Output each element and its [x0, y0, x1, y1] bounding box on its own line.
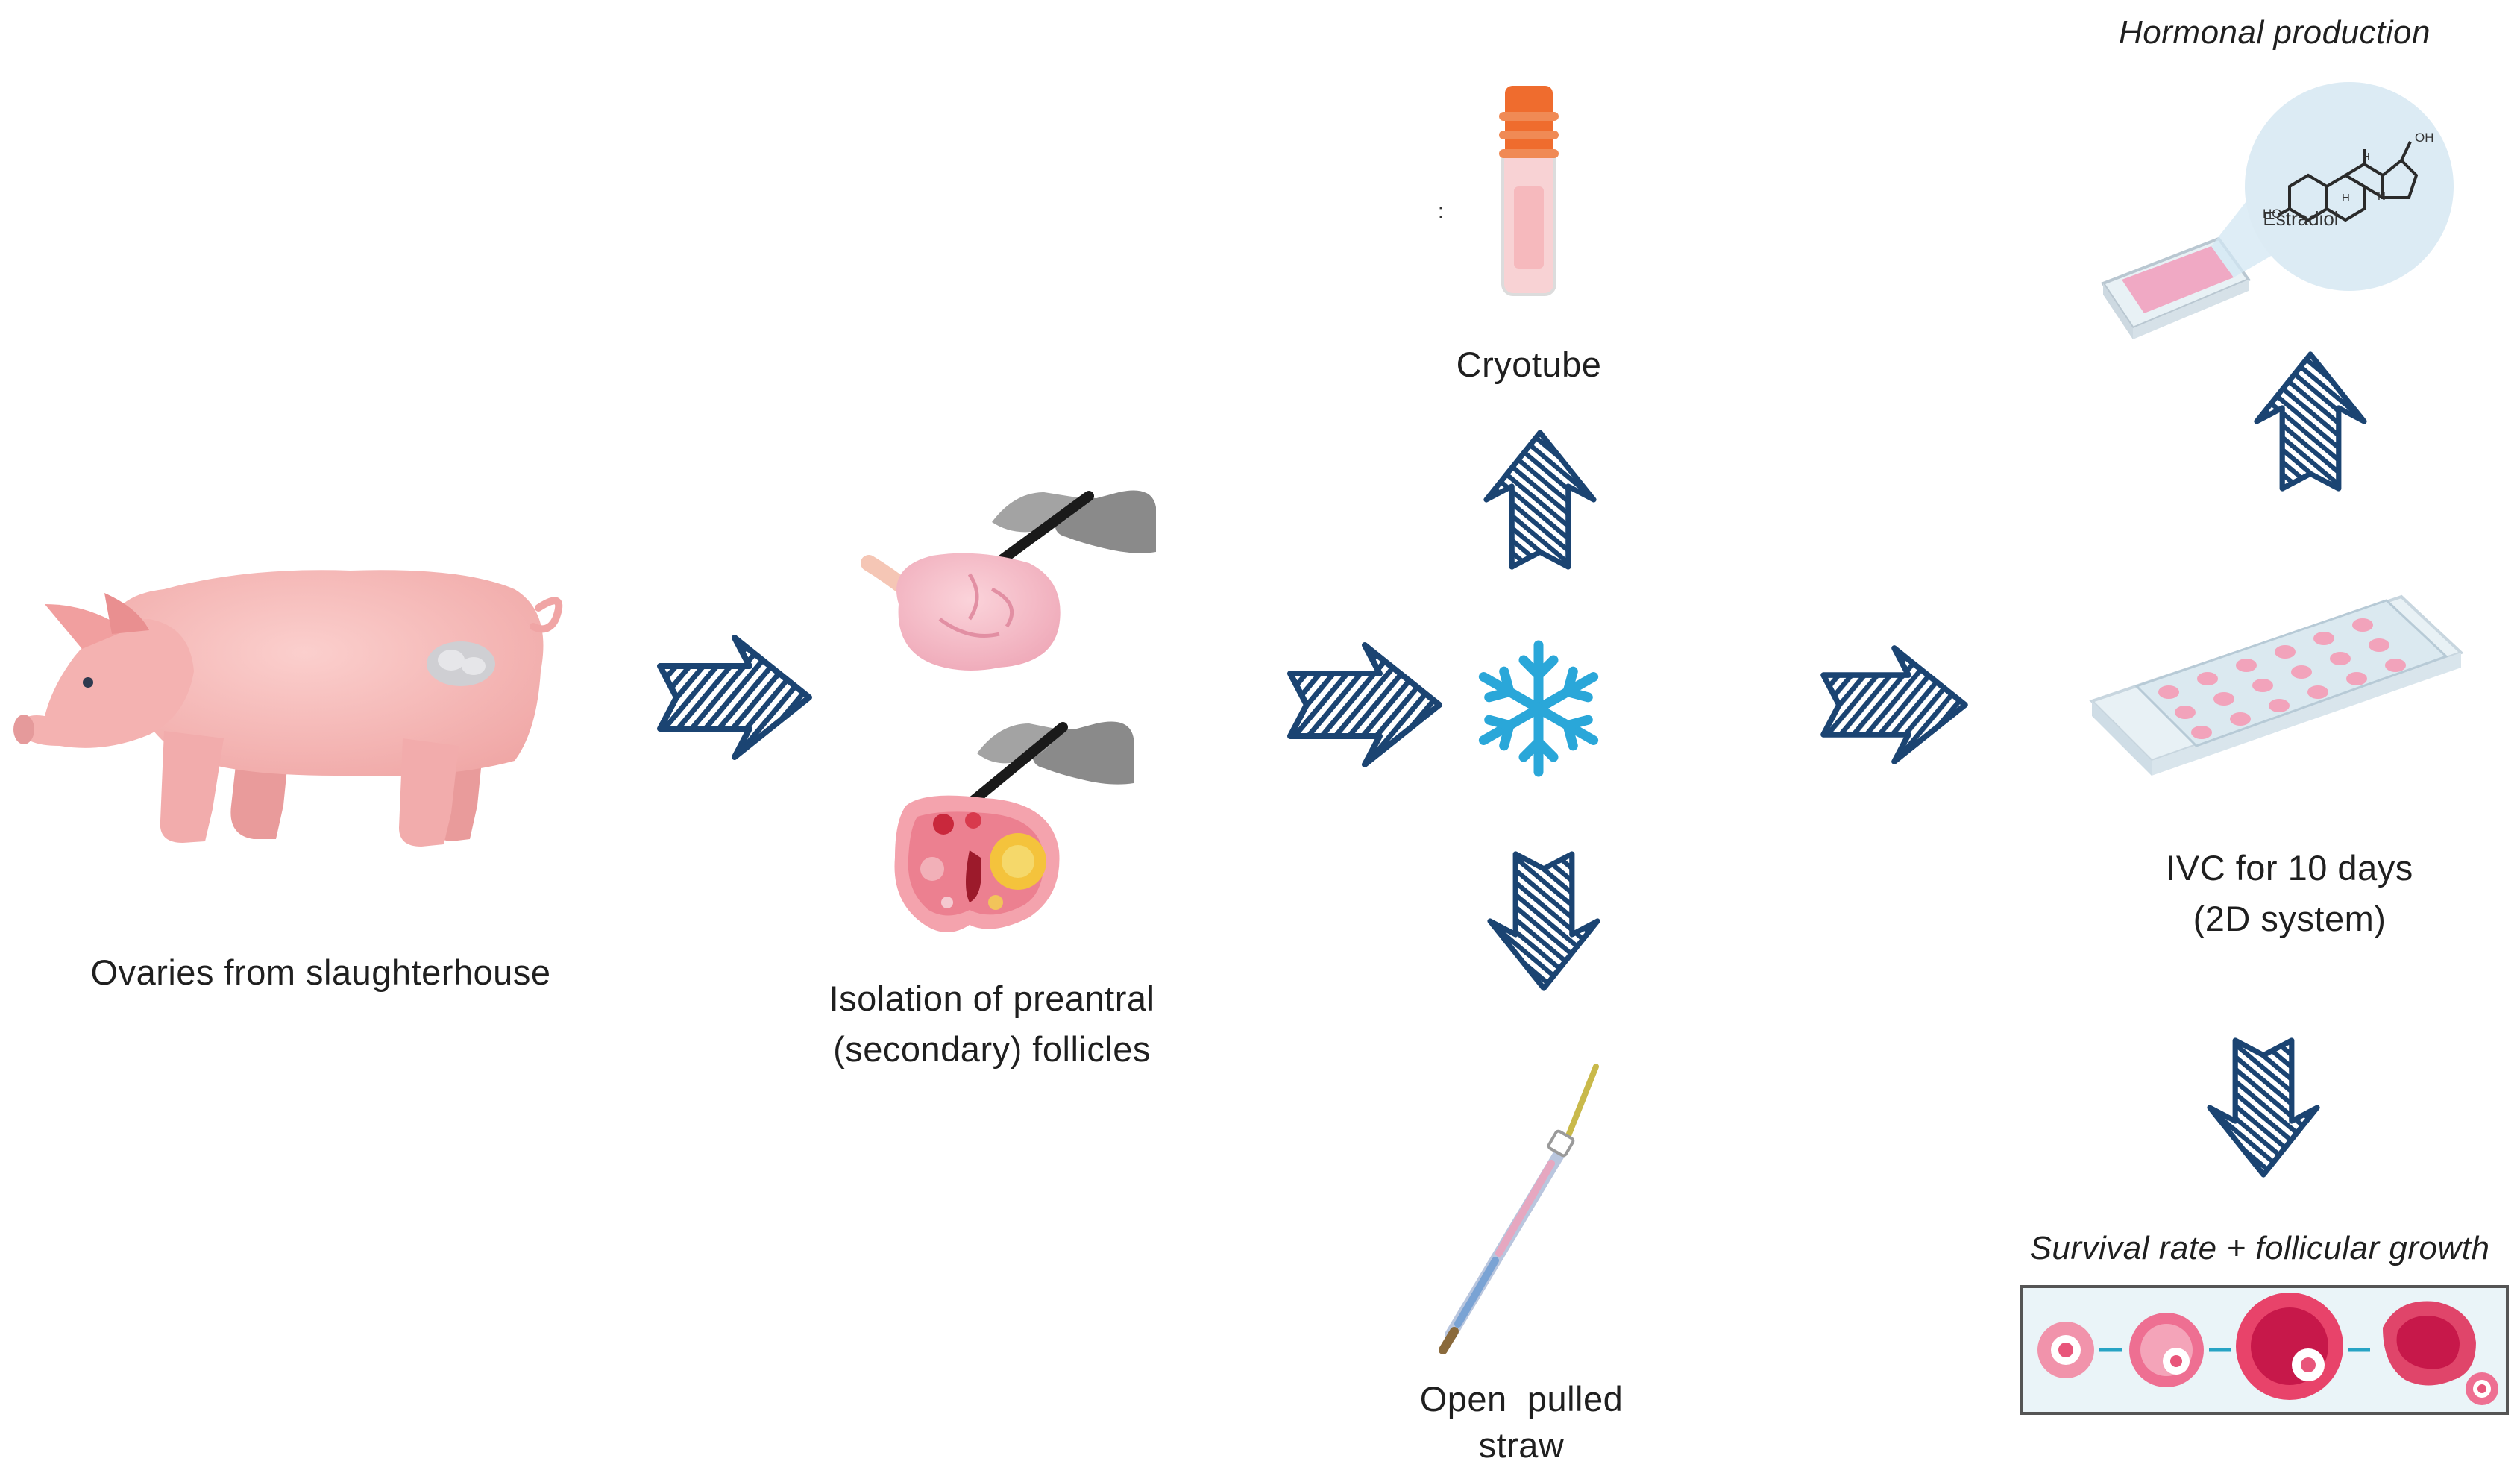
survival-label: Survival rate + follicular growth	[2006, 1223, 2513, 1274]
arrow-up-hormone	[2257, 354, 2364, 489]
cryotube-icon	[1499, 86, 1559, 296]
snowflake-icon	[1478, 640, 1599, 777]
pig-icon	[13, 570, 563, 847]
follicle-stage-3	[2236, 1293, 2343, 1400]
straw-label: Open pulled straw	[1365, 1376, 1678, 1469]
straw-label-line1: Open pulled	[1419, 1379, 1624, 1419]
follicle-stage-4	[2383, 1301, 2498, 1405]
straw-icon	[1439, 1064, 1599, 1354]
hormonal-production-label: Hormonal production	[2081, 7, 2469, 58]
arrow-right-2	[1290, 645, 1439, 764]
isolation-label: Isolation of preantral (secondary) folli…	[776, 973, 1208, 1075]
ivc-label: IVC for 10 days (2D system)	[2111, 843, 2469, 944]
survival-label-text: Survival rate + follicular growth	[2029, 1230, 2490, 1266]
hormonal-production-text: Hormonal production	[2119, 14, 2431, 51]
follicle-stage-1	[2037, 1322, 2094, 1378]
estradiol-h1: H	[2342, 192, 2350, 204]
follicle-growth-panel	[2020, 1285, 2509, 1415]
straw-label-line2: straw	[1478, 1425, 1565, 1465]
estradiol-h2: H	[2378, 190, 2386, 203]
follicle-stage-2	[2129, 1313, 2204, 1387]
estradiol-ho: HO	[2263, 207, 2282, 221]
ovaries-label-text: Ovaries from slaughterhouse	[90, 952, 551, 992]
arrow-right-3	[1823, 648, 1965, 762]
cryotube-label-text: Cryotube	[1456, 345, 1602, 384]
ivc-label-line1: IVC for 10 days	[2166, 848, 2413, 888]
ovaries-label: Ovaries from slaughterhouse	[30, 947, 612, 998]
cryotube-label: Cryotube	[1402, 339, 1656, 390]
culture-plate-icon	[2089, 594, 2464, 776]
arrow-down-survival	[2210, 1040, 2317, 1175]
estradiol-structure-icon	[2278, 141, 2419, 222]
stray-mark: :	[1438, 199, 1444, 222]
estradiol-label: Estradiol	[2263, 207, 2338, 230]
hormone-plate-icon	[2100, 160, 2327, 339]
ovary-dissection-icon	[861, 490, 1156, 932]
isolation-label-line1: Isolation of preantral	[829, 979, 1155, 1018]
estradiol-h3: H	[2362, 151, 2370, 163]
estradiol-bubble	[2245, 82, 2454, 291]
arrow-up-cryotube	[1486, 433, 1594, 567]
arrow-right-1	[660, 638, 809, 757]
ivc-label-line2: (2D system)	[2193, 899, 2387, 938]
estradiol-oh: OH	[2415, 131, 2434, 145]
isolation-label-line2: (secondary) follicles	[833, 1029, 1151, 1069]
arrow-down-straw	[1490, 854, 1597, 988]
